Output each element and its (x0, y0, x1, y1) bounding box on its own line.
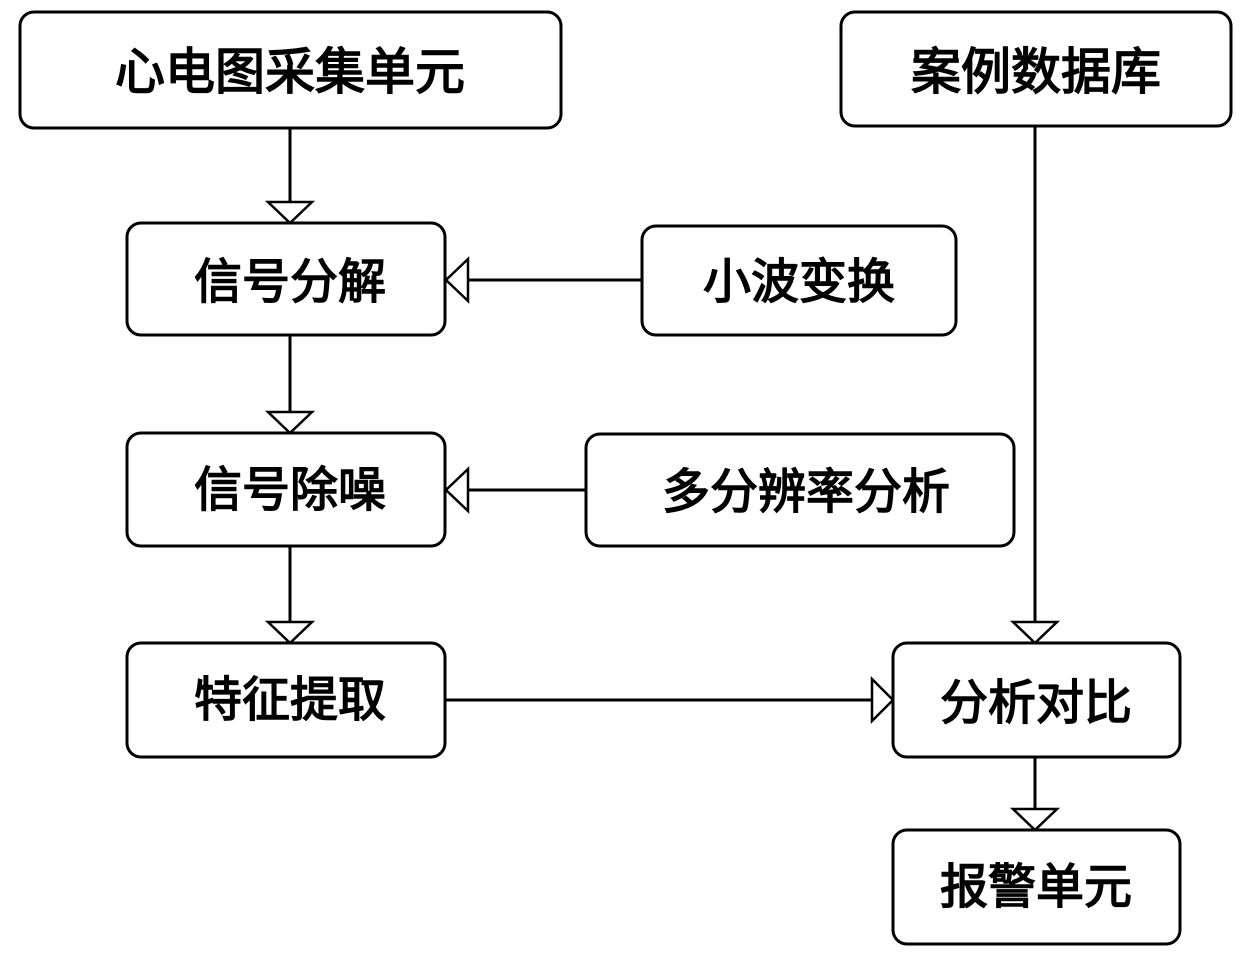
box-label: 信号分解 (194, 254, 386, 310)
box-label: 心电图采集单元 (115, 43, 465, 101)
box-label: 案例数据库 (911, 43, 1161, 101)
box-label: 分析对比 (940, 675, 1132, 731)
box-label: 多分辨率分析 (662, 464, 950, 520)
box-case-database: 案例数据库 (841, 12, 1231, 126)
box-wavelet-transform: 小波变换 (642, 226, 956, 335)
edge-denoising-to-feature (268, 546, 312, 643)
box-label: 小波变换 (703, 254, 895, 310)
box-alarm-unit: 报警单元 (893, 830, 1180, 944)
edge-multiresolution-to-denoising (446, 469, 586, 511)
box-signal-denoising: 信号除噪 (127, 433, 445, 546)
box-label: 信号除噪 (194, 462, 386, 518)
box-feature-extraction: 特征提取 (127, 643, 445, 757)
box-label: 特征提取 (194, 672, 386, 728)
edge-comparison-to-alarm (1013, 757, 1057, 830)
edge-feature-to-comparison (445, 679, 893, 721)
box-multiresolution-analysis: 多分辨率分析 (586, 434, 1014, 546)
edge-database-to-comparison (1013, 126, 1057, 643)
edge-decomposition-to-denoising (268, 335, 312, 433)
edge-wavelet-to-decomposition (446, 259, 642, 301)
box-ecg-acquisition-unit: 心电图采集单元 (20, 12, 561, 128)
box-label: 报警单元 (940, 859, 1132, 915)
box-signal-decomposition: 信号分解 (127, 223, 445, 335)
edge-ecg-to-decomposition (268, 128, 312, 223)
box-analysis-comparison: 分析对比 (893, 643, 1180, 757)
